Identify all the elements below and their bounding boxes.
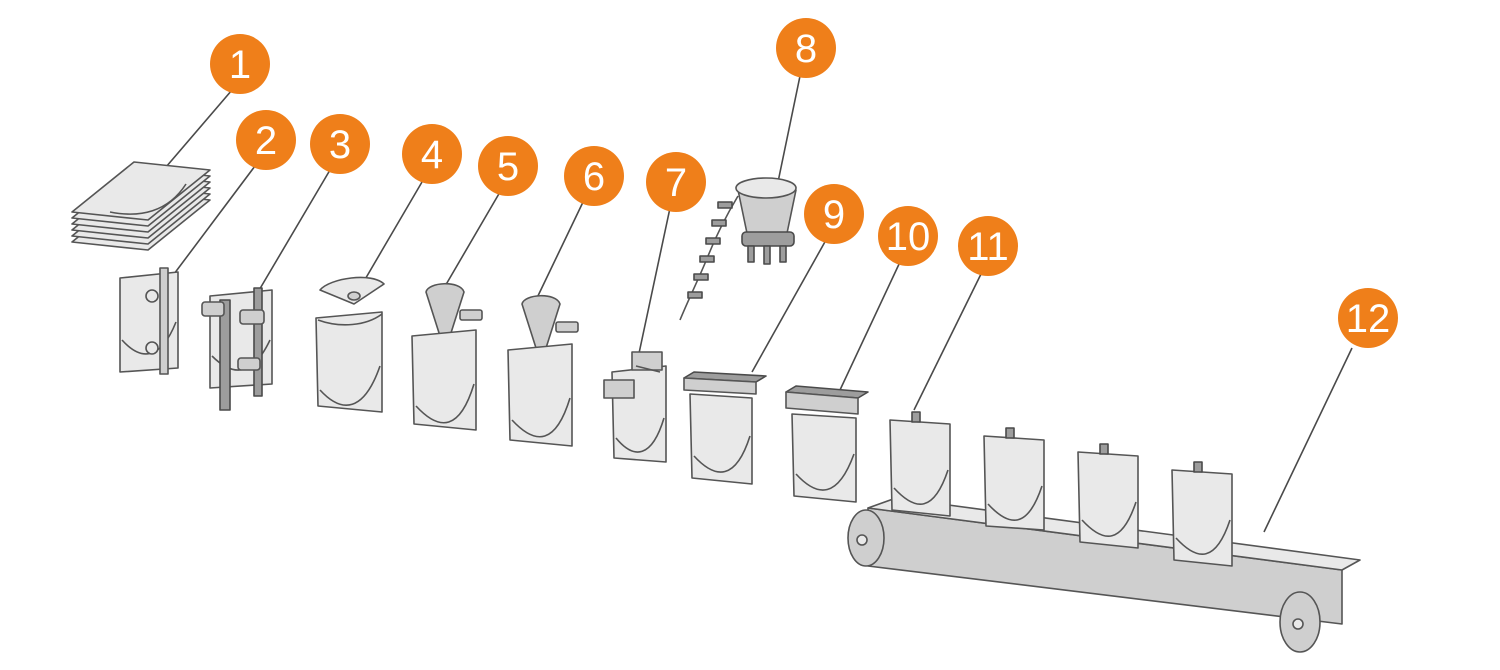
step-badge-3: 3 xyxy=(310,114,370,174)
step-badge-1: 1 xyxy=(210,34,270,94)
step-badge-11: 11 xyxy=(958,216,1018,276)
air-funnel-icon xyxy=(315,276,385,413)
step-number: 5 xyxy=(497,145,519,189)
step-number: 2 xyxy=(255,119,277,163)
leader-lines xyxy=(147,75,1353,533)
step-number: 10 xyxy=(886,215,931,259)
filling-funnel-icon xyxy=(411,282,483,431)
step-badge-4: 4 xyxy=(402,124,462,184)
step-number: 3 xyxy=(329,123,351,167)
step-badge-9: 9 xyxy=(804,184,864,244)
step-number: 4 xyxy=(421,133,443,177)
pouch-stack-icon xyxy=(71,161,211,251)
step-badge-12: 12 xyxy=(1338,288,1398,348)
step-number: 8 xyxy=(795,27,817,71)
cooling-seal-bar-icon xyxy=(785,385,869,503)
step-badge-10: 10 xyxy=(878,206,938,266)
step-badge-8: 8 xyxy=(776,18,836,78)
pouch-opener-icon xyxy=(201,287,273,411)
step-badge-7: 7 xyxy=(646,152,706,212)
filling-funnel-icon xyxy=(507,294,579,447)
step-number: 12 xyxy=(1346,297,1391,341)
step-number: 11 xyxy=(967,225,1009,269)
step-badge-5: 5 xyxy=(478,136,538,196)
finished-pouch-icon xyxy=(889,411,1233,567)
step-number: 7 xyxy=(665,161,687,205)
pouch-gripper-icon xyxy=(119,267,179,375)
spout-feeder-bowl-icon xyxy=(679,177,797,321)
spout-insert-icon xyxy=(603,351,667,463)
step-badges: 1 2 3 4 5 6 7 8 xyxy=(210,18,1398,348)
step-badge-2: 2 xyxy=(236,110,296,170)
step-number: 6 xyxy=(583,155,605,199)
step-badge-6: 6 xyxy=(564,146,624,206)
step-number: 1 xyxy=(229,43,251,87)
step-number: 9 xyxy=(823,193,845,237)
heat-seal-bar-icon xyxy=(683,371,767,485)
